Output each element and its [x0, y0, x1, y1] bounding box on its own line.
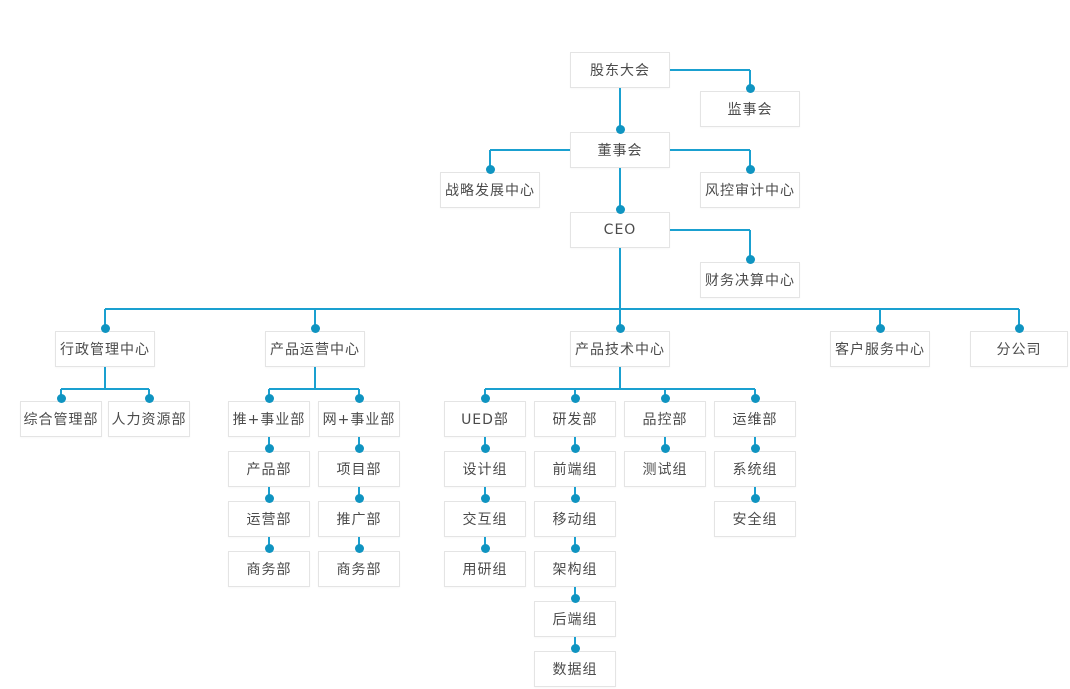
node-promotion-dept: 推广部	[318, 501, 400, 537]
node-qc-dept: 品控部	[624, 401, 706, 437]
node-rd-dept: 研发部	[534, 401, 616, 437]
node-product-tech-center: 产品技术中心	[570, 331, 670, 367]
connector-line	[619, 248, 621, 309]
connector-dot	[750, 393, 760, 403]
connector-dot	[570, 443, 580, 453]
connector-line	[749, 70, 751, 91]
connector-dot	[354, 443, 364, 453]
node-system-group: 系统组	[714, 451, 796, 487]
node-data-group: 数据组	[534, 651, 616, 687]
connector-line	[670, 229, 750, 231]
connector-dot	[570, 543, 580, 553]
connector-line	[314, 367, 316, 389]
connector-line	[105, 308, 1019, 310]
connector-line	[879, 309, 881, 331]
node-branch: 分公司	[970, 331, 1068, 367]
connector-dot	[480, 543, 490, 553]
connector-line	[489, 150, 491, 172]
node-architecture-group: 架构组	[534, 551, 616, 587]
node-project-dept: 项目部	[318, 451, 400, 487]
node-board: 董事会	[570, 132, 670, 168]
node-ued-dept: UED部	[444, 401, 526, 437]
connector-line	[104, 367, 106, 389]
connector-line	[104, 309, 106, 331]
connector-dot	[485, 164, 495, 174]
connector-line	[314, 309, 316, 331]
node-user-research-group: 用研组	[444, 551, 526, 587]
connector-dot	[480, 493, 490, 503]
node-tui-division: 推+事业部	[228, 401, 310, 437]
connector-line	[749, 150, 751, 172]
connector-dot	[615, 323, 625, 333]
connector-dot	[660, 443, 670, 453]
node-supervisory: 监事会	[700, 91, 800, 127]
connector-dot	[1014, 323, 1024, 333]
connector-dot	[480, 443, 490, 453]
connector-dot	[310, 323, 320, 333]
node-business-dept-wang: 商务部	[318, 551, 400, 587]
connector-line	[619, 168, 621, 212]
connector-line	[269, 388, 359, 390]
node-operations-dept: 运营部	[228, 501, 310, 537]
connector-dot	[615, 124, 625, 134]
connector-dot	[745, 254, 755, 264]
node-product-dept: 产品部	[228, 451, 310, 487]
connector-dot	[264, 393, 274, 403]
connector-line	[485, 388, 755, 390]
node-general-admin: 综合管理部	[20, 401, 102, 437]
connector-line	[619, 309, 621, 331]
connector-line	[61, 388, 149, 390]
node-test-group: 测试组	[624, 451, 706, 487]
node-hr: 人力资源部	[108, 401, 190, 437]
node-admin-center: 行政管理中心	[55, 331, 155, 367]
node-finance: 财务决算中心	[700, 262, 800, 298]
connector-dot	[100, 323, 110, 333]
connector-line	[670, 149, 750, 151]
node-wang-division: 网+事业部	[318, 401, 400, 437]
node-design-group: 设计组	[444, 451, 526, 487]
connector-dot	[264, 493, 274, 503]
connector-dot	[745, 83, 755, 93]
node-strategy: 战略发展中心	[440, 172, 540, 208]
connector-dot	[480, 393, 490, 403]
connector-line	[490, 149, 570, 151]
connector-line	[749, 230, 751, 262]
node-ceo: CEO	[570, 212, 670, 248]
node-ops-dept: 运维部	[714, 401, 796, 437]
connector-dot	[144, 393, 154, 403]
connector-line	[619, 88, 621, 132]
connector-dot	[750, 493, 760, 503]
connector-dot	[264, 443, 274, 453]
node-interaction-group: 交互组	[444, 501, 526, 537]
node-mobile-group: 移动组	[534, 501, 616, 537]
connector-dot	[570, 593, 580, 603]
node-shareholders: 股东大会	[570, 52, 670, 88]
connector-dot	[354, 543, 364, 553]
connector-dot	[56, 393, 66, 403]
node-customer-service-center: 客户服务中心	[830, 331, 930, 367]
connector-dot	[570, 493, 580, 503]
connector-dot	[570, 393, 580, 403]
connector-dot	[875, 323, 885, 333]
node-business-dept-tui: 商务部	[228, 551, 310, 587]
connector-dot	[570, 643, 580, 653]
connector-dot	[354, 493, 364, 503]
connector-dot	[660, 393, 670, 403]
connector-dot	[615, 204, 625, 214]
node-frontend-group: 前端组	[534, 451, 616, 487]
node-security-group: 安全组	[714, 501, 796, 537]
connector-dot	[264, 543, 274, 553]
node-backend-group: 后端组	[534, 601, 616, 637]
connector-dot	[745, 164, 755, 174]
connector-line	[1018, 309, 1020, 331]
node-risk: 风控审计中心	[700, 172, 800, 208]
connector-dot	[750, 443, 760, 453]
connector-line	[619, 367, 621, 389]
connector-line	[670, 69, 750, 71]
connector-dot	[354, 393, 364, 403]
node-product-ops-center: 产品运营中心	[265, 331, 365, 367]
